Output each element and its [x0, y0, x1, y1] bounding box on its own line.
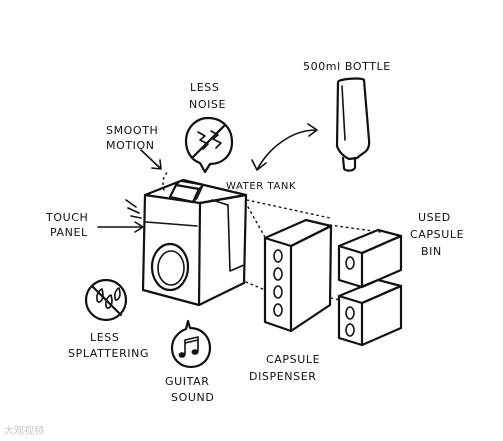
bottle-tank-arrow — [251, 123, 318, 171]
touch-panel-label-line2: PANEL — [50, 226, 88, 239]
used-capsule-bin-top — [337, 228, 403, 289]
water-tank-label: WATER TANK — [226, 181, 296, 192]
smooth-motion-label-line2: MOTION — [106, 139, 155, 152]
guitar-sound-label-line2: SOUND — [171, 391, 214, 404]
touch-panel-label-line1: TOUCH — [45, 211, 88, 224]
touch-panel-arrow — [97, 221, 144, 233]
used-capsule-bin-label-line1: USED — [418, 211, 451, 224]
guitar-sound-label-line1: GUITAR — [165, 375, 209, 388]
used-capsule-bin-label-line2: CAPSULE — [410, 228, 464, 241]
less-splattering-label-line1: LESS — [90, 331, 119, 344]
smooth-motion-arrow — [140, 149, 162, 170]
capsule-dispenser-label-line1: CAPSULE — [266, 353, 320, 366]
lightning-bolt-icon — [184, 116, 234, 174]
no-droplets-icon — [84, 278, 128, 322]
capsule-dispenser-label-line2: DISPENSER — [249, 370, 317, 383]
touch-indicator-marks — [125, 199, 142, 219]
used-capsule-bin-bottom — [337, 278, 403, 347]
watermark: 大观视频 — [4, 426, 44, 437]
music-note-icon — [170, 319, 212, 369]
less-noise-label-line1: LESS — [190, 81, 219, 94]
bottle-illustration — [335, 77, 371, 172]
smooth-motion-label-line1: SMOOTH — [106, 124, 158, 137]
less-noise-label-line2: NOISE — [189, 98, 226, 111]
used-capsule-bin-label-line3: BIN — [421, 245, 442, 258]
less-splattering-label-line2: SPLATTERING — [68, 347, 149, 360]
capsule-dispenser — [263, 218, 333, 333]
coffee-machine — [141, 171, 248, 307]
bottle-label: 500ml BOTTLE — [303, 60, 391, 73]
